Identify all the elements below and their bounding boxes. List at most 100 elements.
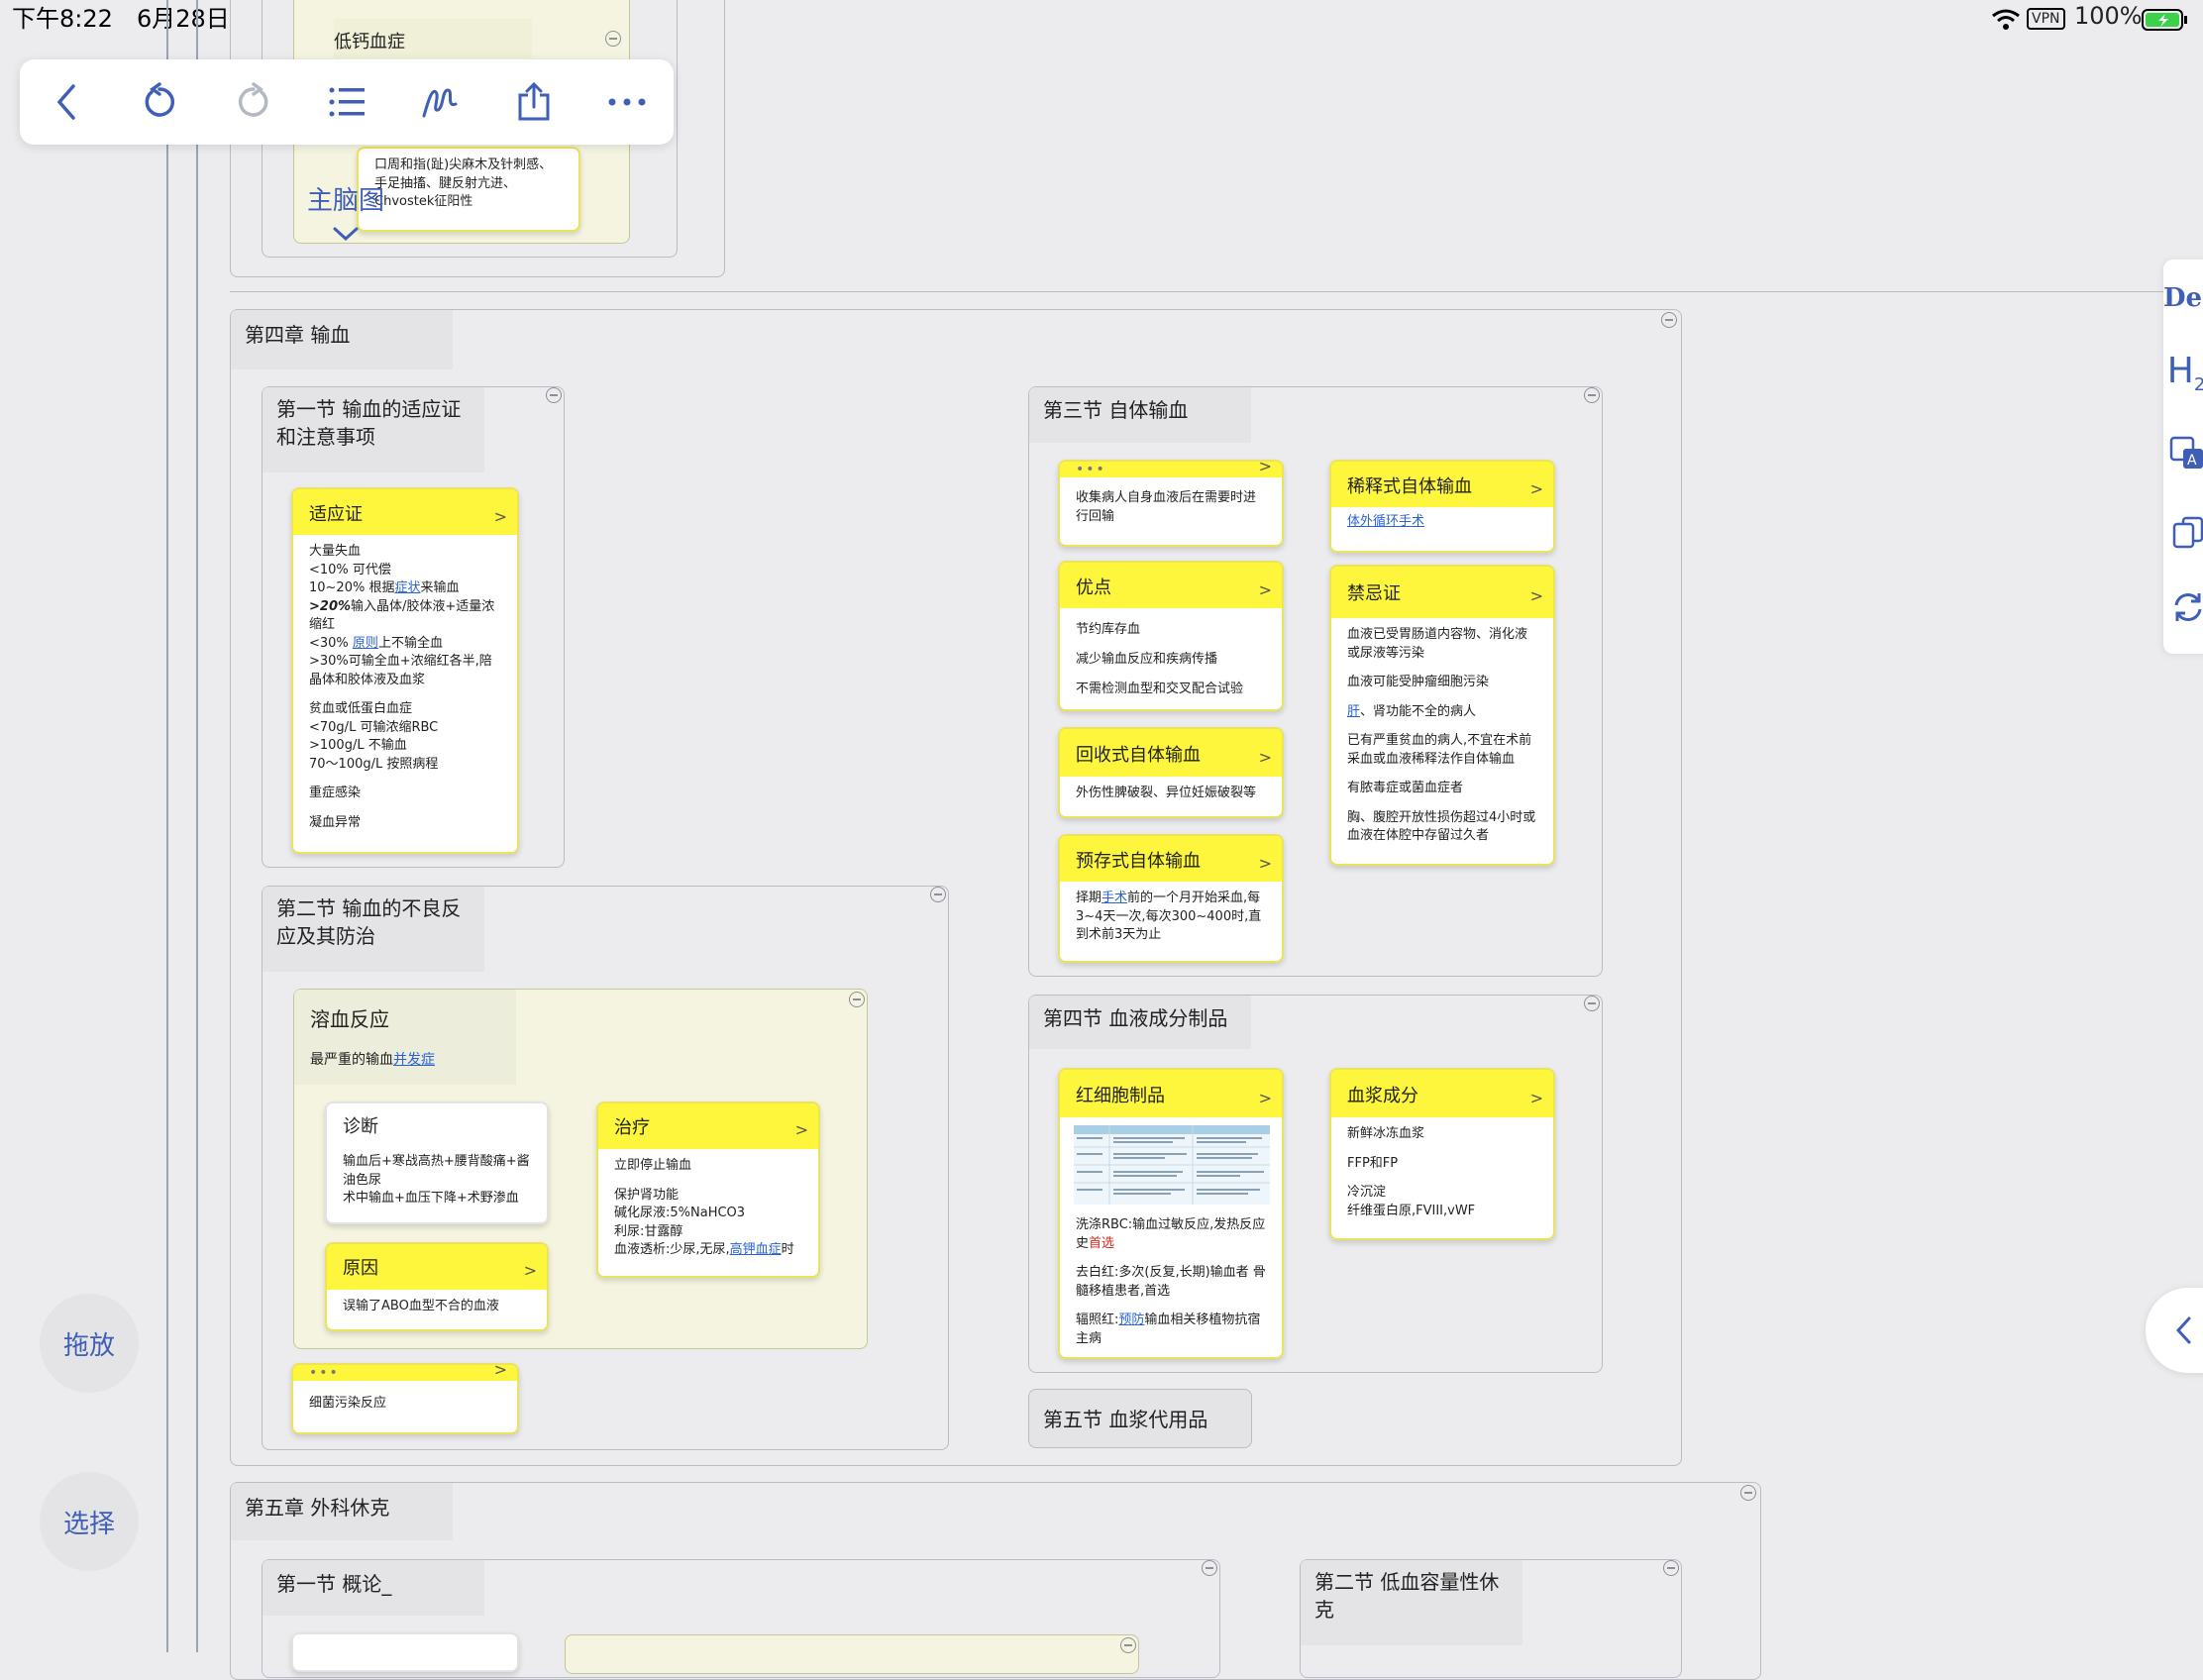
collapse-icon[interactable] <box>849 992 865 1007</box>
salvage-card[interactable]: 回收式自体输血> 外伤性脾破裂、异位妊娠破裂等 <box>1058 727 1284 818</box>
text-line: 上不输全血 <box>377 635 443 651</box>
text-line: FFP和FP <box>1347 1155 1399 1171</box>
collapse-icon[interactable] <box>1202 1560 1217 1576</box>
chevron-down-icon[interactable] <box>331 224 361 244</box>
topic-title: 低钙血症 <box>334 19 532 58</box>
link-complication[interactable]: 并发症 <box>393 1052 435 1068</box>
section3-title[interactable]: 第三节 自体输血 <box>1029 387 1251 443</box>
collapse-icon[interactable] <box>1120 1637 1136 1653</box>
draw-button[interactable] <box>415 77 465 127</box>
link-prevention[interactable]: 预防 <box>1118 1312 1145 1327</box>
main-map-label[interactable]: 主脑图 <box>307 186 385 216</box>
link-cpb-surgery[interactable]: 体外循环手术 <box>1347 514 1425 529</box>
autotransfusion-def-card[interactable]: •••> 收集病人自身血液后在需要时进行回输 <box>1058 460 1284 547</box>
card-header: 原因> <box>327 1244 547 1290</box>
link-principle[interactable]: 原则 <box>352 635 378 651</box>
chevron-right-icon: > <box>1258 1089 1272 1107</box>
text-line: 血液透析:少尿,无尿, <box>614 1242 730 1257</box>
dots-icon: ••• <box>309 1365 340 1381</box>
text-line: 、肾功能不全的病人 <box>1360 703 1477 719</box>
sync-icon[interactable] <box>2171 590 2203 624</box>
more-button[interactable] <box>602 77 652 127</box>
hemolytic-desc: 最严重的输血并发症 <box>310 1049 435 1069</box>
chevron-right-icon: > <box>1258 748 1272 767</box>
bacterial-card[interactable]: •••> 细菌污染反应 <box>291 1363 519 1434</box>
card-header: 治疗> <box>598 1103 818 1149</box>
collapse-icon[interactable] <box>1584 387 1600 403</box>
collapse-icon[interactable] <box>546 387 562 403</box>
link-surgery[interactable]: 手术 <box>1102 891 1128 905</box>
section4-title[interactable]: 第四节 血液成分制品 <box>1029 996 1251 1049</box>
chevron-right-icon: > <box>493 507 507 526</box>
ch5-card-partial[interactable] <box>291 1632 519 1672</box>
text-line: 有脓毒症或菌血症者 <box>1347 781 1464 795</box>
text-line: 胸、腹腔开放性损伤超过4小时或血液在体腔中存留过久者 <box>1347 809 1536 844</box>
chapter4-title[interactable]: 第四章 输血 <box>231 310 453 369</box>
predeposit-card[interactable]: 预存式自体输血> 择期手术前的一个月开始采血,每3~4天一次,每次300~400… <box>1058 834 1284 963</box>
hemolytic-label-bg <box>294 990 516 1085</box>
section5-group[interactable]: 第五节 血浆代用品 <box>1028 1389 1252 1448</box>
hemolytic-title[interactable]: 溶血反应 <box>310 1007 389 1031</box>
dilution-card[interactable]: 稀释式自体输血> 体外循环手术 <box>1329 460 1555 553</box>
text-line: 大量失血 <box>309 544 362 559</box>
contraindications-card[interactable]: 禁忌证> 血液已受胃肠道内容物、消化液或尿液等污染 血液可能受肿瘤细胞污染 肝、… <box>1329 565 1555 866</box>
diagnosis-card[interactable]: 诊断 输血后+寒战高热+腰背酸痛+酱油色尿术中输血+血压下降+术野渗血 <box>325 1102 549 1224</box>
card-body: 洗涤RBC:输血过敏反应,发热反应史首选 去白红:多次(反复,长期)输血者 骨髓… <box>1060 1208 1282 1356</box>
collapse-icon[interactable] <box>1740 1485 1756 1501</box>
card-header: 适应证> <box>293 489 517 535</box>
copy-icon[interactable] <box>2171 515 2203 549</box>
highlight-text: 首选 <box>1089 1235 1115 1251</box>
undo-button[interactable] <box>135 77 184 127</box>
definition-button[interactable]: Def <box>2163 283 2203 313</box>
advantages-card[interactable]: 优点> 节约库存血 减少输血反应和疾病传播 不需检测血型和交叉配合试验 <box>1058 561 1284 711</box>
translate-icon[interactable]: A <box>2169 436 2203 472</box>
ch5-section1-title[interactable]: 第一节 概论_ <box>262 1560 484 1616</box>
card-body: 大量失血 <10% 可代偿 10~20% 根据症状来输血 >20%输入晶体/胶体… <box>293 535 517 840</box>
chapter5-title[interactable]: 第五章 外科休克 <box>231 1483 453 1540</box>
section2-title[interactable]: 第二节 输血的不良反应及其防治 <box>262 887 484 972</box>
select-button[interactable]: 选择 <box>40 1472 139 1571</box>
heading-button[interactable]: H2 <box>2163 351 2203 395</box>
card-header: 血浆成分> <box>1331 1070 1553 1117</box>
chevron-right-icon: > <box>493 1363 507 1379</box>
treatment-card[interactable]: 治疗> 立即停止输血 保护肾功能 碱化尿液:5%NaHCO3 利尿:甘露醇 血液… <box>596 1102 820 1278</box>
text-line: 血液可能受肿瘤细胞污染 <box>1347 675 1490 689</box>
collapse-icon[interactable] <box>1584 996 1600 1011</box>
drag-drop-button[interactable]: 拖放 <box>40 1294 139 1393</box>
link-symptom[interactable]: 症状 <box>394 580 421 595</box>
collapse-icon[interactable] <box>605 31 621 47</box>
plasma-card[interactable]: 血浆成分> 新鲜冰冻血浆 FFP和FP 冷沉淀纤维蛋白原,FVIII,vWF <box>1329 1068 1555 1240</box>
share-button[interactable] <box>509 77 559 127</box>
outline-button[interactable] <box>322 77 371 127</box>
rbc-table-thumbnail[interactable] <box>1074 1125 1270 1205</box>
text-line: <70g/L 可输浓缩RBC <box>309 719 439 735</box>
card-body: 立即停止输血 保护肾功能 碱化尿液:5%NaHCO3 利尿:甘露醇 血液透析:少… <box>598 1149 818 1268</box>
collapse-icon[interactable] <box>1663 1560 1679 1576</box>
chevron-right-icon: > <box>1258 580 1272 599</box>
collapse-icon[interactable] <box>930 887 946 902</box>
text-line: 冷沉淀 <box>1347 1185 1387 1200</box>
text-line: 术中输血+血压下降+术野渗血 <box>343 1191 519 1206</box>
card-header: 稀释式自体输血> <box>1331 462 1553 507</box>
rbc-products-card[interactable]: 红细胞制品> 洗涤RBC:输血过敏反应,发热反应史首选 去白红:多次(反复,长期… <box>1058 1068 1284 1359</box>
indications-card[interactable]: 适应证> 大量失血 <10% 可代偿 10~20% 根据症状来输血 >20%输入… <box>291 487 519 854</box>
ch5-section2-title[interactable]: 第二节 低血容量性休克 <box>1301 1560 1522 1645</box>
battery-icon <box>2142 9 2187 31</box>
text-line: 碱化尿液:5%NaHCO3 <box>614 1206 746 1220</box>
link-hyperkalemia[interactable]: 高钾血症 <box>729 1242 782 1257</box>
expand-panel-button[interactable] <box>2146 1288 2203 1373</box>
redo-button[interactable] <box>229 77 278 127</box>
hypocalcemia-note-card[interactable]: 口周和指(趾)尖麻木及针刺感、手足抽搐、腱反射亢进、Chvostek征阳性 <box>357 147 580 232</box>
chevron-right-icon: > <box>1529 479 1543 498</box>
cause-card[interactable]: 原因> 误输了ABO血型不合的血液 <box>325 1242 549 1331</box>
section1-title[interactable]: 第一节 输血的适应证和注意事项 <box>262 387 484 472</box>
dots-icon: ••• <box>1076 462 1106 477</box>
text-line: 纤维蛋白原,FVIII,vWF <box>1347 1203 1476 1218</box>
collapse-icon[interactable] <box>1661 312 1677 328</box>
link-liver[interactable]: 肝 <box>1347 703 1361 719</box>
text-line: 血液已受胃肠道内容物、消化液或尿液等污染 <box>1347 627 1528 661</box>
back-button[interactable] <box>42 77 91 127</box>
text-line: >100g/L 不输血 <box>309 738 407 753</box>
top-toolbar <box>20 59 674 145</box>
card-title: 诊断 <box>343 1116 378 1137</box>
